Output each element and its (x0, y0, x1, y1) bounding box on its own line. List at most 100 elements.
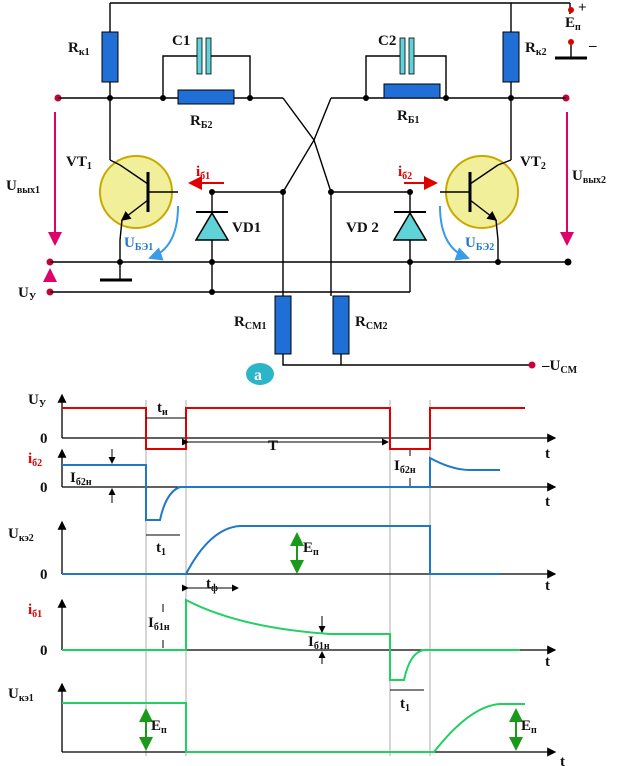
vt1-emitter-wire (119, 219, 123, 280)
c2-label: C2 (378, 33, 396, 49)
zero-label: 0 (40, 480, 48, 496)
vt1-emitter-lead (120, 199, 149, 221)
uout2-label: Uвых2 (572, 168, 606, 186)
c1-plate (196, 37, 203, 75)
rcm1-label: RСМ1 (234, 314, 267, 332)
uy-waveform (62, 407, 525, 450)
period-label: T (268, 438, 278, 454)
node (209, 289, 215, 295)
uke1-ep-label-right: Eп (521, 718, 537, 736)
t-axis-label: t (545, 654, 550, 670)
vt2-emitter-wire (495, 219, 499, 262)
t-axis-label: t (545, 494, 550, 510)
uke2-ep-label: Eп (303, 540, 319, 558)
c1-label: C1 (172, 33, 190, 49)
ib2-label: iб2 (398, 164, 412, 182)
rcm2-label: RСМ2 (355, 314, 388, 332)
figure-badge (246, 363, 274, 385)
uke1-wave-label: Uкэ1 (8, 686, 34, 704)
zero-label: 0 (40, 567, 48, 583)
vd1-label: VD1 (232, 220, 261, 236)
tf-label: tф (206, 576, 218, 594)
ube2-arrow (439, 205, 470, 261)
uke2-wave-label: Uкэ2 (8, 526, 34, 544)
uke1-ep-label-left: Eп (151, 718, 167, 736)
uy-label: UУ (18, 285, 37, 303)
ib1n-label: Iб1н (148, 615, 170, 633)
ib2-waveform (62, 456, 500, 521)
ib1-wave-label: iб1 (28, 602, 42, 620)
vt1-label: VT1 (66, 154, 92, 172)
t1-right-label: t1 (400, 696, 410, 714)
rcm2-resistor (332, 295, 350, 355)
uy-wave-label: UУ (28, 392, 47, 410)
rb1-resistor (383, 83, 441, 99)
rcm-return-wire (282, 354, 532, 366)
uke1-waveform (62, 702, 525, 753)
node (117, 259, 123, 265)
ube2-label: UБЭ2 (465, 235, 494, 253)
vt2-collector-wire (497, 159, 512, 166)
ube1-arrow (148, 205, 179, 261)
rb2-resistor (177, 89, 235, 105)
tn-label: tи (157, 400, 168, 418)
rk2-resistor (502, 31, 520, 83)
zero-label: 0 (40, 431, 48, 447)
c2-wire-right (413, 55, 447, 98)
c1-plate (205, 37, 212, 75)
uout1-label: Uвых1 (6, 178, 40, 196)
ib2n-label: Iб2н (70, 470, 92, 488)
node (209, 259, 215, 265)
ib2-wave-label: iб2 (28, 451, 42, 469)
node (407, 259, 413, 265)
ib1n-mid-label: Iб1н (308, 634, 330, 652)
zero-label: 0 (40, 643, 48, 659)
node (495, 259, 501, 265)
rk2-label: Rк2 (525, 40, 547, 58)
vt1-collector-wire (109, 159, 121, 166)
schematic: + Eп – Rк1 Rк2 RБ2 C1 RБ1 (6, 0, 606, 385)
timing-diagrams: UУ 0 t tи T iб2 0 t Iб2н Iб2н t1 Uкэ2 0 … (8, 392, 565, 766)
ube1-label: UБЭ1 (124, 235, 153, 253)
ep-label: Eп (565, 15, 581, 33)
c2-plate (408, 37, 415, 75)
rb2-label: RБ2 (190, 113, 212, 131)
cross-wire-a (282, 97, 332, 142)
cross-wire-b (282, 138, 332, 193)
c2-plate (399, 37, 406, 75)
ib1-label: iб1 (196, 164, 210, 182)
t-axis-label: t (560, 754, 565, 766)
node (328, 189, 334, 195)
supply-plus-sign: + (578, 0, 587, 16)
c2-wire-left (365, 55, 402, 98)
figure-badge-label: a (254, 367, 262, 384)
ib1-waveform (62, 598, 520, 681)
t-axis-label: t (545, 578, 550, 594)
supply-terminal (568, 7, 574, 13)
node (280, 189, 286, 195)
rb1-label: RБ1 (397, 108, 419, 126)
ground-terminal (568, 39, 574, 45)
t1-label: t1 (156, 540, 166, 558)
vd2-diode (392, 211, 428, 241)
vt1-collector-lead (119, 164, 149, 185)
ucm-terminal (528, 361, 536, 369)
rk1-label: Rк1 (68, 40, 90, 58)
c1-wire-right (210, 55, 251, 98)
rcm1-resistor (274, 295, 292, 355)
ground-minus-sign: – (588, 38, 597, 54)
vt2-label: VT2 (520, 154, 546, 172)
vt2-emitter-lead (469, 199, 498, 221)
t-axis-label: t (545, 446, 550, 462)
rk1-resistor (101, 31, 119, 83)
ib2n-right-label: Iб2н (394, 458, 416, 476)
node (564, 258, 572, 266)
uke2-waveform (62, 525, 500, 575)
ucm-label: –UСМ (541, 358, 578, 376)
node (107, 95, 113, 101)
vd2-label: VD 2 (346, 220, 379, 236)
node (508, 95, 514, 101)
c1-wire-left (162, 55, 199, 98)
vd1-diode (194, 211, 230, 241)
